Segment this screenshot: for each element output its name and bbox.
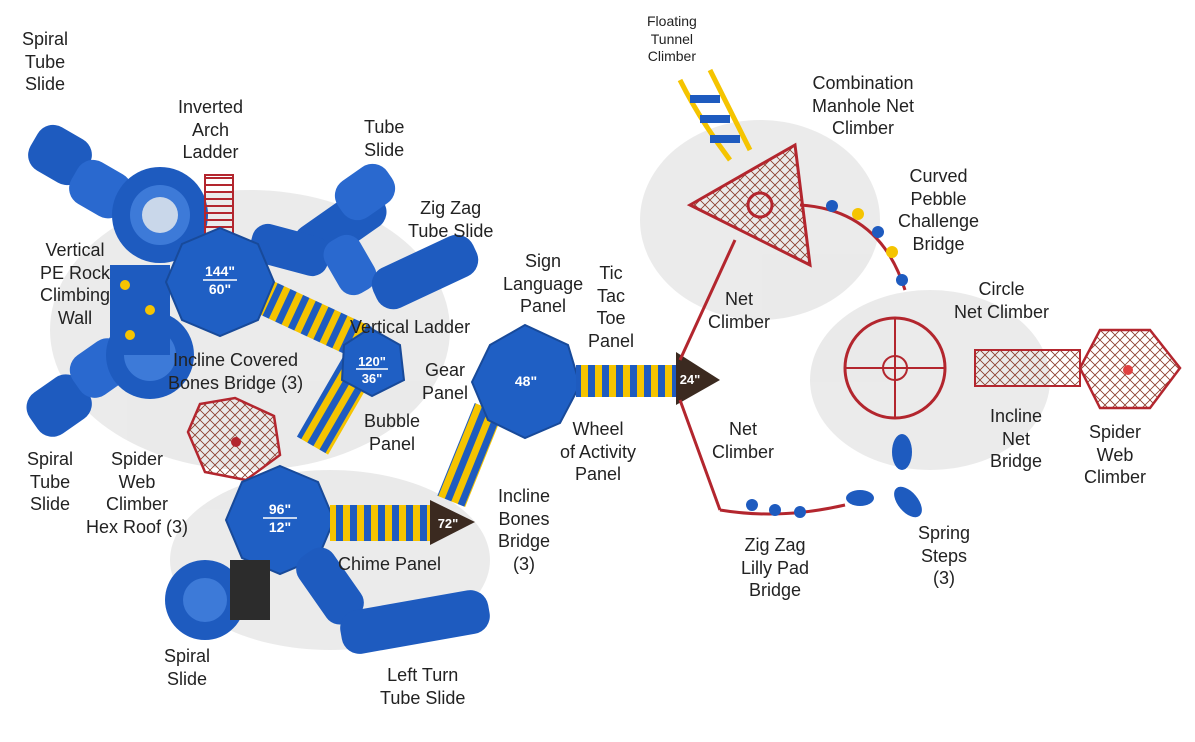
label-spider-web-hex-roof: Spider Web Climber Hex Roof (3) bbox=[86, 449, 189, 537]
roof-96-deck: 12" bbox=[269, 519, 291, 535]
deck-24-height: 24" bbox=[680, 372, 701, 387]
incline-bones-bridge bbox=[437, 403, 503, 507]
spring-steps bbox=[846, 434, 922, 518]
roof-120: 120" 36" bbox=[340, 326, 406, 398]
roof-96: 96" 12" bbox=[224, 464, 336, 576]
deck-48-height: 48" bbox=[515, 373, 537, 389]
roof-48: 48" bbox=[470, 323, 582, 440]
label-vertical-ladder: Vertical Ladder bbox=[350, 317, 471, 337]
label-curved-pebble-bridge: Curved Pebble Challenge Bridge bbox=[898, 166, 980, 254]
label-wheel-of-activity-panel: Wheel of Activity Panel bbox=[560, 419, 637, 484]
label-tic-tac-toe-panel: Tic Tac Toe Panel bbox=[588, 263, 635, 351]
roof-96-height: 96" bbox=[269, 501, 291, 517]
net-climbers bbox=[678, 239, 846, 516]
deck-72: 72" bbox=[430, 500, 475, 545]
roof-144: 144" 60" bbox=[164, 226, 276, 338]
label-chime-panel: Chime Panel bbox=[338, 554, 442, 574]
label-vertical-pe-rock-wall: Vertical PE Rock Climbing Wall bbox=[40, 240, 111, 328]
zig-zag-tube-slide bbox=[249, 223, 479, 310]
label-incline-net-bridge: Incline Net Bridge bbox=[990, 406, 1043, 471]
floating-tunnel-climber bbox=[677, 68, 753, 162]
label-spiral-slide: Spiral Slide bbox=[164, 646, 211, 689]
label-spiral-tube-slide-top: Spiral Tube Slide bbox=[22, 29, 69, 94]
spider-web-hex-roof bbox=[186, 396, 282, 482]
curved-pebble-bridge bbox=[799, 200, 908, 291]
bridge-48-24 bbox=[576, 365, 676, 397]
label-left-turn-tube-slide: Left Turn Tube Slide bbox=[380, 665, 466, 708]
label-bubble-panel: Bubble Panel bbox=[364, 411, 421, 454]
spider-web-climber bbox=[1078, 328, 1182, 410]
label-net-climber-bottom: Net Climber bbox=[712, 419, 775, 462]
label-zig-zag-lilly-pad-bridge: Zig Zag Lilly Pad Bridge bbox=[741, 535, 810, 600]
inverted-arch-ladder bbox=[204, 174, 234, 236]
lilly-pads bbox=[746, 499, 806, 518]
circle-net-climber bbox=[843, 316, 947, 420]
label-incline-bones-bridge: Incline Bones Bridge (3) bbox=[498, 486, 551, 574]
label-net-climber-top: Net Climber bbox=[708, 289, 771, 332]
label-spider-web-climber: Spider Web Climber bbox=[1084, 422, 1147, 487]
deck-72-height: 72" bbox=[438, 516, 459, 531]
deck-24: 24" bbox=[676, 352, 720, 405]
label-inverted-arch-ladder: Inverted Arch Ladder bbox=[178, 97, 244, 162]
label-tube-slide: Tube Slide bbox=[364, 117, 405, 160]
rock-wall-panel bbox=[110, 265, 170, 355]
label-incline-covered-bones-bridge: Incline Covered Bones Bridge (3) bbox=[168, 350, 304, 393]
label-gear-panel: Gear Panel bbox=[422, 360, 469, 403]
left-turn-tube-slide bbox=[296, 547, 490, 654]
label-sign-language-panel: Sign Language Panel bbox=[503, 251, 584, 316]
label-floating-tunnel-climber: Floating Tunnel Climber bbox=[647, 13, 697, 64]
chime-bridge bbox=[330, 505, 430, 541]
label-zig-zag-tube-slide: Zig Zag Tube Slide bbox=[408, 198, 494, 241]
roof-120-deck: 36" bbox=[362, 371, 383, 386]
roof-144-deck: 60" bbox=[209, 281, 231, 297]
label-combination-manhole-net-climber: Combination Manhole Net Climber bbox=[812, 73, 915, 138]
roof-144-height: 144" bbox=[205, 263, 235, 279]
label-spring-steps: Spring Steps (3) bbox=[918, 523, 971, 588]
label-spiral-tube-slide-bottom: Spiral Tube Slide bbox=[27, 449, 74, 514]
label-circle-net-climber: Circle Net Climber bbox=[954, 279, 1050, 322]
roof-120-height: 120" bbox=[358, 354, 386, 369]
spiral-tube-slide-top bbox=[28, 124, 208, 263]
spiral-slide bbox=[165, 560, 270, 640]
incline-net-bridge bbox=[974, 349, 1081, 387]
